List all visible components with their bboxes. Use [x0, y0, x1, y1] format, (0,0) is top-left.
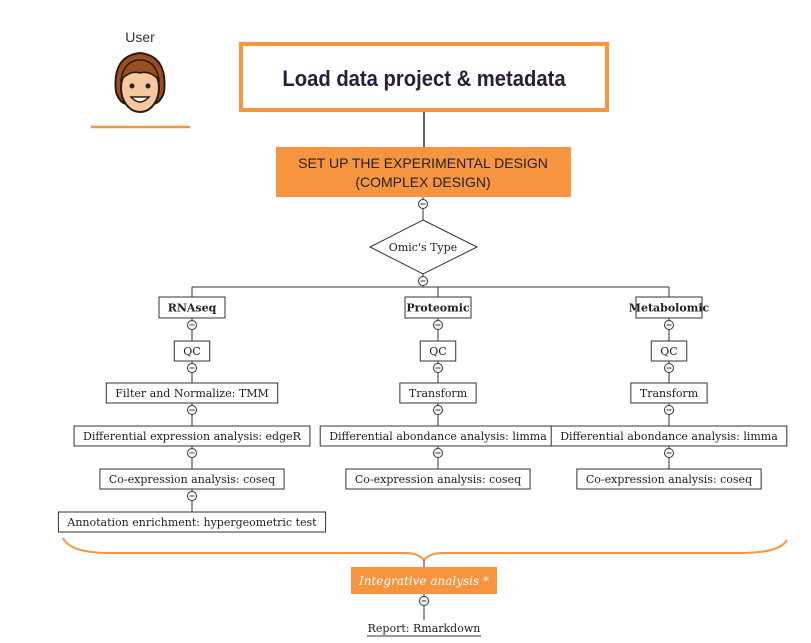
proteomic-title: Proteomic [406, 302, 470, 315]
metabolomic-step: Differential abondance analysis: limma [550, 425, 788, 447]
collapse-toggle-rnaseq-1[interactable] [187, 363, 197, 373]
metabolomic-step: Transform [630, 382, 708, 404]
collapse-toggle-design[interactable] [418, 199, 428, 209]
rnaseq-step: Co-expression analysis: coseq [99, 468, 285, 490]
experimental-design-line1: SET UP THE EXPERIMENTAL DESIGN [298, 155, 548, 171]
proteomic-node: Proteomic [404, 296, 472, 319]
proteomic-step-label: Transform [409, 387, 468, 400]
rnaseq-step: Filter and Normalize: TMM [105, 382, 279, 404]
metabolomic-step-label: Co-expression analysis: coseq [586, 473, 752, 486]
load-data-box: Load data project & metadata [239, 42, 609, 112]
metabolomic-step: Co-expression analysis: coseq [576, 468, 762, 490]
metabolomic-step-label: Transform [640, 387, 699, 400]
proteomic-step: Co-expression analysis: coseq [345, 468, 531, 490]
metabolomic-title: Metabolomic [629, 302, 710, 315]
collapse-toggle-proteomic-1[interactable] [433, 363, 443, 373]
metabolomic-step-label: Differential abondance analysis: limma [560, 430, 778, 443]
integration-brace [62, 537, 788, 562]
integrative-analysis-box: Integrative analysis * [351, 567, 497, 594]
collapse-toggle-proteomic-0[interactable] [433, 320, 443, 330]
proteomic-step-label: QC [429, 345, 446, 358]
proteomic-step: Transform [399, 382, 477, 404]
user-avatar-icon [114, 51, 166, 113]
metabolomic-node: Metabolomic [629, 296, 710, 319]
collapse-toggle-metabolomic-3[interactable] [664, 448, 674, 458]
rnaseq-title: RNAseq [168, 302, 217, 315]
rnaseq-node: RNAseq [158, 296, 226, 319]
proteomic-step: QC [419, 340, 457, 362]
collapse-toggle-rnaseq-3[interactable] [187, 448, 197, 458]
user-label: User [125, 29, 155, 45]
collapse-toggle-proteomic-2[interactable] [433, 405, 443, 415]
rnaseq-step-label: Filter and Normalize: TMM [115, 387, 268, 400]
load-data-title: Load data project & metadata [282, 67, 565, 91]
collapse-toggle-metabolomic-0[interactable] [664, 320, 674, 330]
proteomic-step-label: Differential abondance analysis: limma [329, 430, 547, 443]
rnaseq-step: Annotation enrichment: hypergeometric te… [57, 511, 327, 533]
collapse-toggle-rnaseq-4[interactable] [187, 491, 197, 501]
rnaseq-step: Differential expression analysis: edgeR [73, 425, 311, 447]
proteomic-step-label: Co-expression analysis: coseq [355, 473, 521, 486]
report-label: Report: Rmarkdown [368, 622, 481, 635]
metabolomic-step: QC [650, 340, 688, 362]
rnaseq-step-label: Annotation enrichment: hypergeometric te… [66, 516, 317, 529]
integrative-analysis-label: Integrative analysis * [358, 574, 489, 588]
collapse-toggle-rnaseq-0[interactable] [187, 320, 197, 330]
collapse-toggle-proteomic-3[interactable] [433, 448, 443, 458]
collapse-toggle-metabolomic-2[interactable] [664, 405, 674, 415]
experimental-design-box: SET UP THE EXPERIMENTAL DESIGN (COMPLEX … [276, 147, 571, 197]
rnaseq-step-label: Differential expression analysis: edgeR [83, 430, 302, 443]
rnaseq-step-label: Co-expression analysis: coseq [109, 473, 275, 486]
rnaseq-step: QC [173, 340, 211, 362]
experimental-design-line2: (COMPLEX DESIGN) [355, 174, 490, 190]
rnaseq-step-label: QC [183, 345, 200, 358]
collapse-toggle-metabolomic-1[interactable] [664, 363, 674, 373]
omic-type-decision: Omic's Type [368, 219, 479, 275]
collapse-toggle-decision[interactable] [418, 276, 428, 286]
report-node: Report: Rmarkdown [367, 622, 481, 637]
omic-type-label: Omic's Type [389, 241, 457, 254]
collapse-toggle-rnaseq-2[interactable] [187, 405, 197, 415]
metabolomic-step-label: QC [660, 345, 677, 358]
collapse-toggle-integrative[interactable] [419, 596, 429, 606]
proteomic-step: Differential abondance analysis: limma [319, 425, 557, 447]
